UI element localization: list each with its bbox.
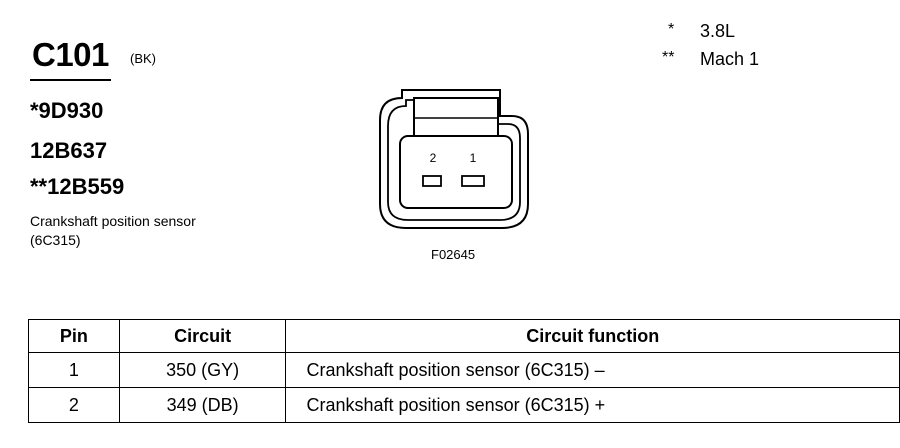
part-number-2: 12B637 xyxy=(30,138,108,163)
note-text-1: 3.8L xyxy=(700,21,736,41)
pin-label-1: 1 xyxy=(470,151,477,165)
header-circuit-function: Circuit function xyxy=(285,319,900,353)
cell-circuit-function: Crankshaft position sensor (6C315) + xyxy=(285,387,900,423)
figure-id: F02645 xyxy=(431,247,476,262)
cell-circuit: 350 (GY) xyxy=(118,352,287,388)
connector-id: C101 xyxy=(32,36,109,73)
connector-color-code: (BK) xyxy=(130,51,156,66)
part-number-1: *9D930 xyxy=(30,98,104,123)
connector-id-underline xyxy=(30,79,111,81)
cell-circuit: 349 (DB) xyxy=(118,387,287,423)
header-circuit: Circuit xyxy=(118,319,287,353)
part-number-3: **12B559 xyxy=(30,174,125,199)
pin-label-2: 2 xyxy=(430,151,437,165)
sensor-description: Crankshaft position sensor (6C315) xyxy=(30,213,196,248)
header-pin: Pin xyxy=(28,319,120,353)
connector-face-diagram: 2 1 xyxy=(379,89,529,229)
pin-1-slot xyxy=(461,175,485,187)
cell-pin: 2 xyxy=(28,387,120,423)
pin-2-slot xyxy=(422,175,442,187)
note-mark-2: ** xyxy=(662,49,675,66)
note-mark-1: * xyxy=(668,21,675,38)
cell-pin: 1 xyxy=(28,352,120,388)
housing-inner-outline xyxy=(387,99,521,221)
table-header-row: Pin Circuit Circuit function xyxy=(28,319,900,353)
table-row: 1 350 (GY) Crankshaft position sensor (6… xyxy=(28,352,900,388)
note-text-2: Mach 1 xyxy=(700,49,760,69)
housing-outline xyxy=(379,89,529,229)
cell-circuit-function: Crankshaft position sensor (6C315) – xyxy=(285,352,900,388)
terminal-cavity xyxy=(399,135,513,209)
pin-table: Pin Circuit Circuit function 1 350 (GY) … xyxy=(28,319,900,423)
table-row: 2 349 (DB) Crankshaft position sensor (6… xyxy=(28,387,900,423)
